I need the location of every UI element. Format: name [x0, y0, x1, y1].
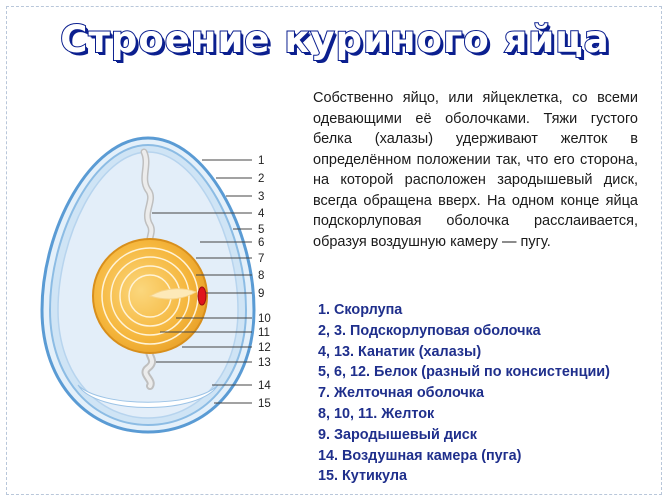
diagram-label-6: 6: [258, 237, 264, 249]
diagram-label-12: 12: [258, 342, 271, 354]
diagram-label-2: 2: [258, 173, 264, 185]
legend-item: 7. Желточная оболочка: [318, 385, 484, 402]
legend-item: 1. Скорлупа: [318, 302, 403, 318]
legend-item: 8, 10, 11. Желток: [318, 405, 435, 422]
diagram-label-11: 11: [258, 327, 270, 339]
legend-item: 4, 13. Канатик (халазы): [318, 343, 482, 360]
diagram-label-3: 3: [258, 191, 264, 203]
diagram-label-9: 9: [258, 288, 264, 300]
description-text: Собственно яйцо, или яйцеклетка, со всем…: [313, 90, 638, 250]
germinal-disc: [197, 286, 207, 306]
diagram-label-15: 15: [258, 398, 271, 410]
legend-item: 2, 3. Подскорлуповая оболочка: [318, 322, 541, 339]
diagram-label-7: 7: [258, 253, 264, 265]
diagram-label-1: 1: [258, 155, 264, 167]
slide-frame: [6, 6, 662, 495]
diagram-label-8: 8: [258, 270, 264, 282]
legend-item: 9. Зародышевый диск: [318, 426, 477, 443]
diagram-label-5: 5: [258, 224, 264, 236]
legend-item: 14. Воздушная камера (пуга): [318, 447, 522, 464]
diagram-label-10: 10: [258, 313, 271, 325]
diagram-label-13: 13: [258, 357, 271, 369]
diagram-label-4: 4: [258, 208, 265, 220]
page-title: Строение куриного яйца: [59, 17, 610, 62]
legend-item: 5, 6, 12. Белок (разный по консистенции): [318, 364, 610, 381]
legend-item: 15. Кутикула: [318, 468, 408, 485]
diagram-label-14: 14: [258, 380, 271, 392]
legend-list: 1. Скорлупа 2, 3. Подскорлуповая оболочк…: [318, 300, 668, 487]
latebra: [148, 288, 198, 300]
